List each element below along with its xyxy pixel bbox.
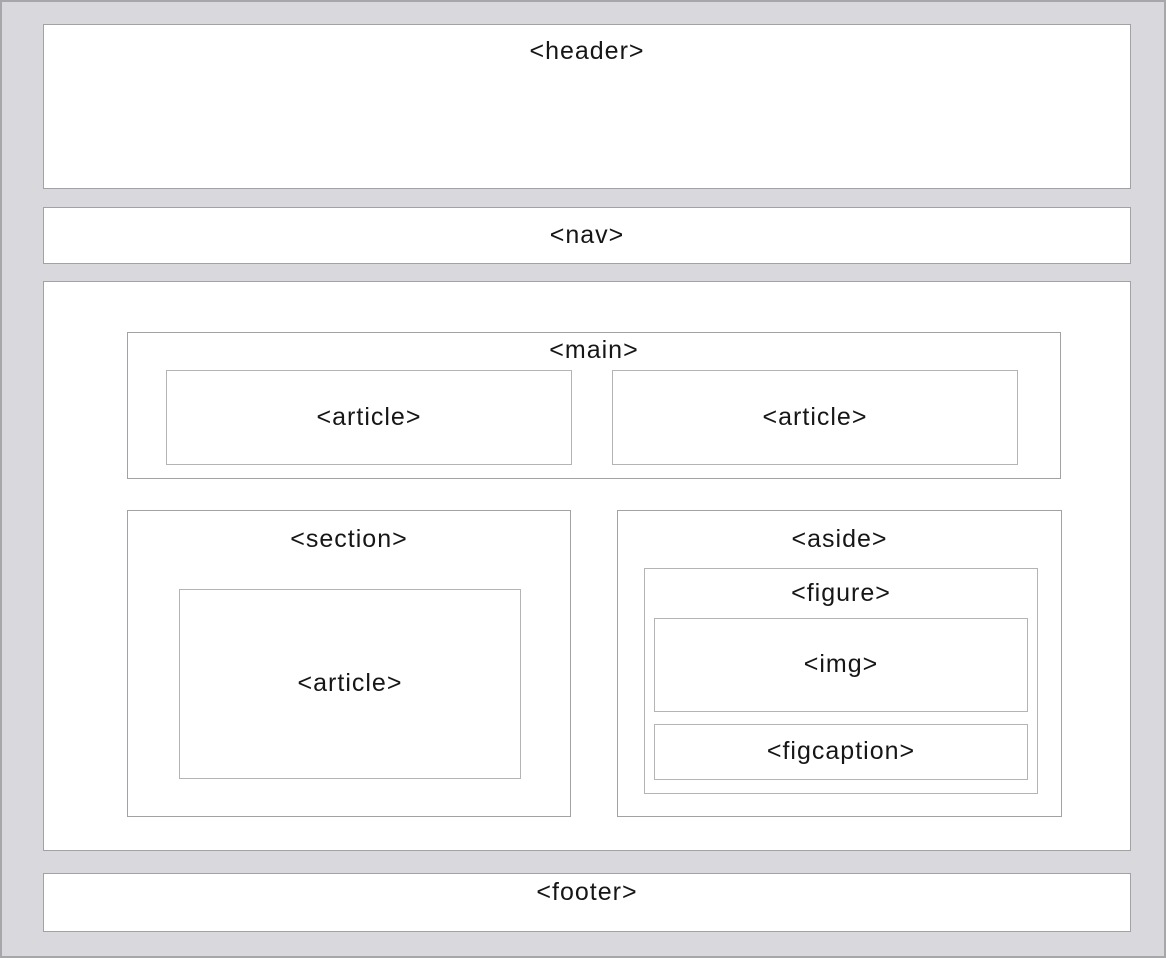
article-box-section: <article> <box>179 589 521 779</box>
content-wrapper-box: <main> <article> <article> <section> <ar… <box>43 281 1131 851</box>
header-box: <header> <box>43 24 1131 189</box>
nav-label: <nav> <box>549 220 625 249</box>
article-box-main-left: <article> <box>166 370 572 465</box>
figure-box: <figure> <img> <figcaption> <box>644 568 1038 794</box>
aside-label: <aside> <box>791 525 888 553</box>
main-label: <main> <box>549 336 639 364</box>
figcaption-label: <figcaption> <box>766 737 916 766</box>
main-box: <main> <article> <article> <box>127 332 1061 479</box>
img-label: <img> <box>803 650 879 679</box>
nav-box: <nav> <box>43 207 1131 264</box>
article-box-main-right: <article> <box>612 370 1018 465</box>
article-label: <article> <box>762 402 868 431</box>
img-box: <img> <box>654 618 1028 712</box>
article-label: <article> <box>316 402 422 431</box>
figcaption-box: <figcaption> <box>654 724 1028 780</box>
article-label: <article> <box>297 669 403 698</box>
section-box: <section> <article> <box>127 510 571 817</box>
section-label: <section> <box>290 525 408 553</box>
footer-box: <footer> <box>43 873 1131 932</box>
header-label: <header> <box>529 37 645 65</box>
figure-label: <figure> <box>791 579 891 607</box>
aside-box: <aside> <figure> <img> <figcaption> <box>617 510 1062 817</box>
footer-label: <footer> <box>536 878 638 906</box>
